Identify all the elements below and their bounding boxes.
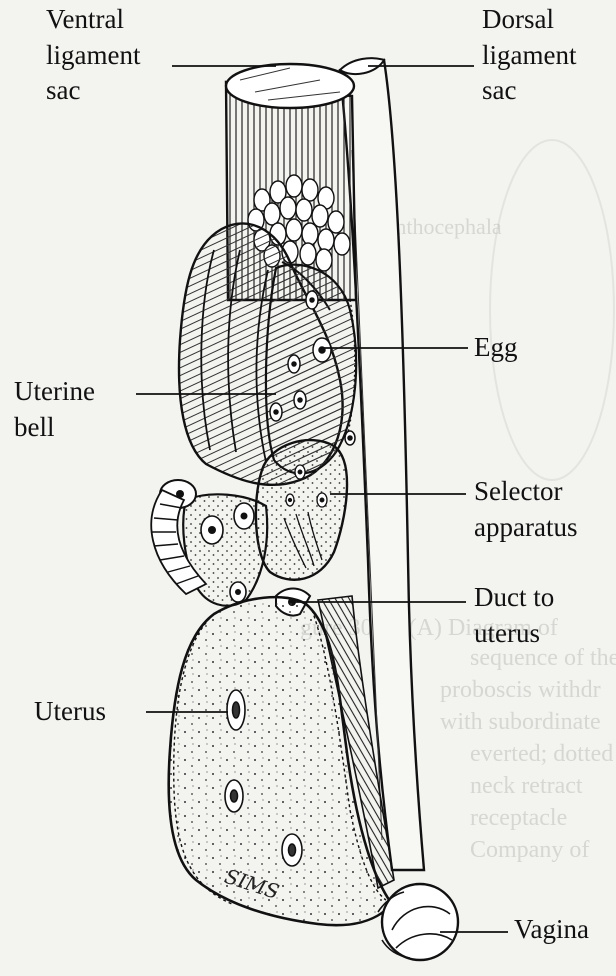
- label-dorsal-ligament-sac-line1: Dorsal: [482, 2, 576, 38]
- label-vagina: Vagina: [514, 912, 589, 948]
- label-dorsal-ligament-sac-line2: ligament: [482, 38, 576, 74]
- vagina: [378, 884, 458, 960]
- label-uterus: Uterus: [34, 694, 106, 730]
- label-selector-apparatus: Selector apparatus: [474, 474, 577, 545]
- label-ventral-ligament-sac-line3: sac: [46, 73, 140, 109]
- label-egg: Egg: [474, 330, 518, 366]
- label-dorsal-ligament-sac-line3: sac: [482, 73, 576, 109]
- label-duct-to-uterus-line2: uterus: [474, 616, 554, 652]
- label-vagina-line1: Vagina: [514, 912, 589, 948]
- label-ventral-ligament-sac: Ventral ligament sac: [46, 2, 140, 109]
- label-duct-to-uterus-line1: Duct to: [474, 580, 554, 616]
- selector-apparatus: [256, 440, 347, 580]
- label-ventral-ligament-sac-line1: Ventral: [46, 2, 140, 38]
- label-selector-apparatus-line2: apparatus: [474, 510, 577, 546]
- label-uterine-bell-line1: Uterine: [14, 374, 95, 410]
- label-dorsal-ligament-sac: Dorsal ligament sac: [482, 2, 576, 109]
- label-uterine-bell: Uterine bell: [14, 374, 95, 445]
- label-egg-line1: Egg: [474, 330, 518, 366]
- label-duct-to-uterus: Duct to uterus: [474, 580, 554, 651]
- label-selector-apparatus-line1: Selector: [474, 474, 577, 510]
- bleed-through-oval: [490, 140, 614, 480]
- label-ventral-ligament-sac-line2: ligament: [46, 38, 140, 74]
- label-uterus-line1: Uterus: [34, 694, 106, 730]
- label-uterine-bell-line2: bell: [14, 410, 95, 446]
